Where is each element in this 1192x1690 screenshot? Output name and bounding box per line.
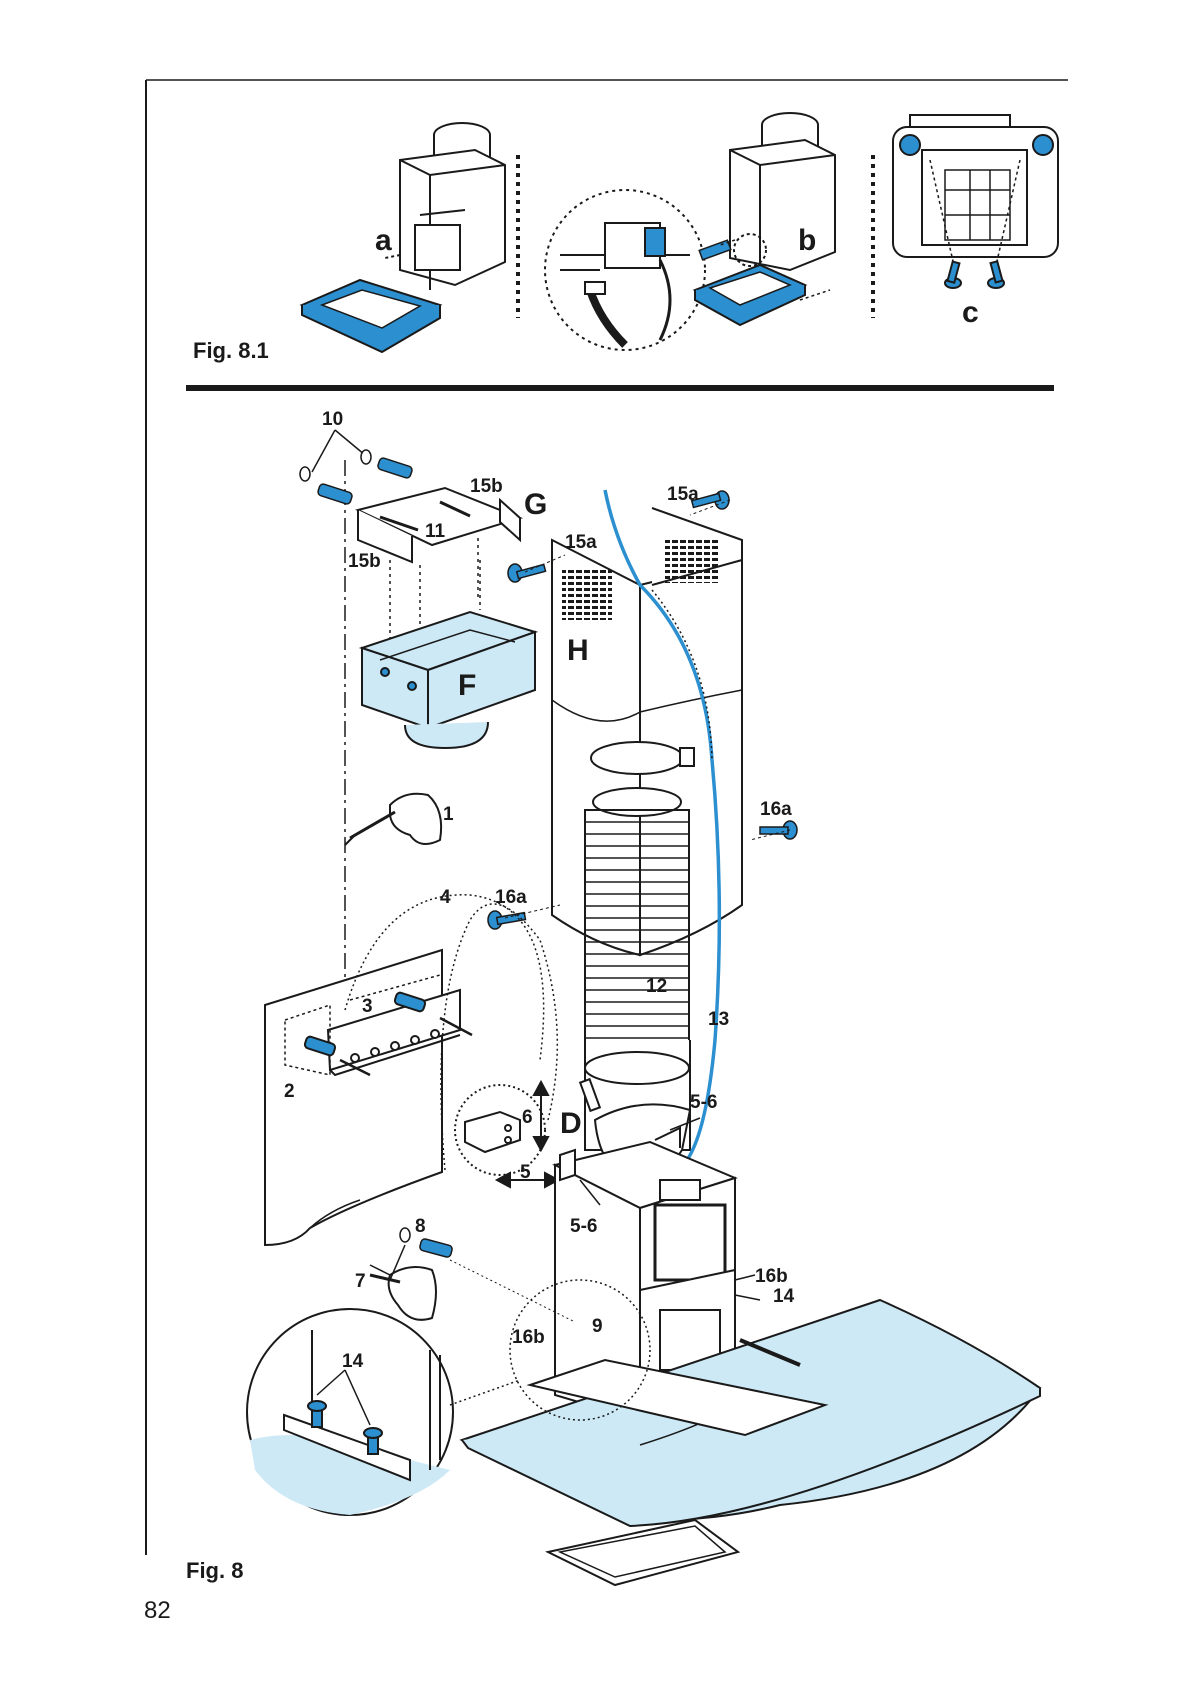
drill-hand-icon-7 [370, 1267, 436, 1320]
callout-15b-top: 15b [470, 476, 503, 497]
callout-16b-left: 16b [512, 1327, 545, 1348]
callout-16a-left: 16a [495, 887, 527, 908]
callout-13: 13 [708, 1009, 729, 1030]
panel-b-motor-unit [730, 113, 835, 270]
ceiling-plugs [300, 430, 413, 505]
callout-16a-right: 16a [760, 799, 792, 820]
callout-15a-top: 15a [667, 484, 699, 505]
drill-hand-icon-1 [345, 794, 441, 845]
callout-15b-left: 15b [348, 551, 381, 572]
figure-8: 10 15b 11 15b 15a 15a 16a 16a 1 4 3 2 12… [186, 409, 1040, 1585]
panel-a-filter-frame [302, 280, 440, 352]
step-b-label: b [798, 224, 816, 257]
callout-2: 2 [284, 1081, 295, 1102]
glass-canopy [462, 1300, 1040, 1526]
detail-view-14 [247, 1309, 453, 1515]
callout-10: 10 [322, 409, 343, 430]
callout-4: 4 [440, 887, 451, 908]
flexible-hose [580, 742, 694, 1150]
step-c-label: c [962, 296, 979, 329]
page-number: 82 [144, 1597, 171, 1624]
callout-5: 5 [520, 1162, 531, 1183]
callout-14-detail: 14 [342, 1351, 364, 1372]
callout-16b-right: 16b [755, 1266, 788, 1287]
panel-c-front-view [893, 115, 1058, 288]
air-duct-connector-F [362, 612, 535, 748]
filter-tray [548, 1520, 738, 1585]
adjustment-detail [455, 1082, 558, 1187]
part-label-F: F [458, 669, 476, 702]
callout-8: 8 [415, 1216, 426, 1237]
callout-15a-side: 15a [565, 532, 597, 553]
callout-5-6-bottom: 5-6 [570, 1216, 597, 1237]
part-label-G: G [524, 488, 547, 521]
figure-8-1-caption: Fig. 8.1 [193, 338, 269, 363]
callout-12: 12 [646, 976, 667, 997]
panel-a-motor-unit [385, 123, 505, 290]
part-label-D: D [560, 1107, 582, 1140]
callout-9: 9 [592, 1316, 603, 1337]
callout-5-6-top: 5-6 [690, 1092, 717, 1113]
callout-3: 3 [362, 996, 373, 1017]
step-a-label: a [375, 224, 392, 257]
wall-mounting-section [265, 950, 472, 1245]
callout-14: 14 [773, 1286, 795, 1307]
callout-1: 1 [443, 804, 454, 825]
part-label-H: H [567, 634, 589, 667]
figure-8-1: a b c Fig. 8.1 [193, 113, 1058, 363]
figure-8-caption: Fig. 8 [186, 1558, 243, 1583]
callout-7: 7 [355, 1271, 366, 1292]
callout-6: 6 [522, 1107, 533, 1128]
callout-11: 11 [425, 521, 446, 542]
panel-b-connector-detail [545, 190, 705, 350]
